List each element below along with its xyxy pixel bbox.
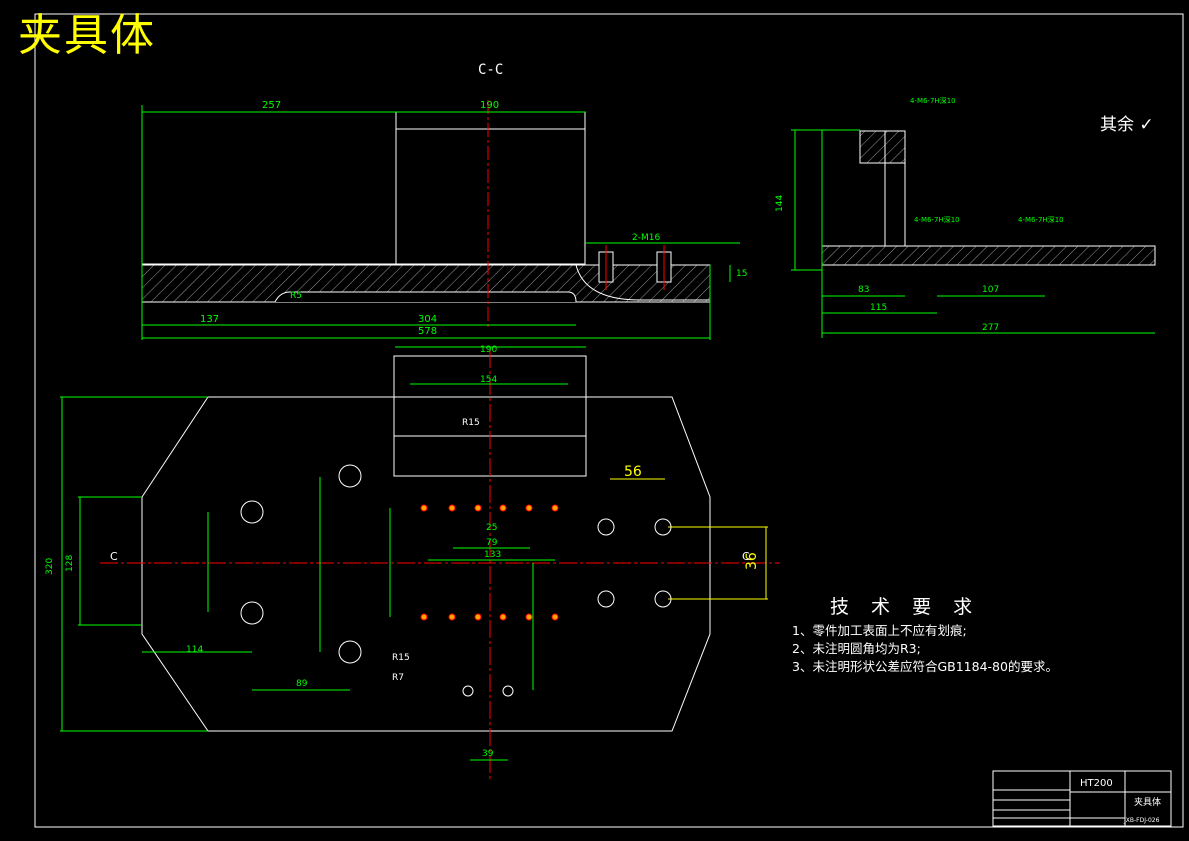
svg-text:36: 36 (744, 552, 760, 570)
svg-text:C: C (110, 550, 118, 563)
svg-text:144: 144 (775, 195, 785, 212)
drawing-title: 夹具体 (18, 10, 156, 61)
svg-text:4-M6-7H深10: 4-M6-7H深10 (1018, 215, 1064, 224)
tech-requirement-2: 2、未注明圆角均为R3; (792, 641, 921, 656)
section-label: C-C (478, 62, 504, 78)
svg-text:R5: R5 (290, 291, 302, 301)
surface-note: 其余 ✓ (1100, 110, 1154, 135)
svg-text:304: 304 (418, 314, 437, 325)
svg-text:190: 190 (480, 100, 499, 111)
svg-text:578: 578 (418, 326, 437, 337)
title-block-drawing-no: JXB-FDJ-026 (1123, 817, 1160, 824)
svg-text:133: 133 (484, 550, 501, 560)
svg-text:C: C (742, 550, 750, 563)
svg-text:79: 79 (486, 538, 498, 548)
svg-text:137: 137 (200, 314, 219, 325)
svg-text:25: 25 (486, 523, 497, 533)
svg-text:4-M6-7H深10: 4-M6-7H深10 (914, 215, 960, 224)
svg-text:190: 190 (480, 345, 497, 355)
tech-requirements-heading: 技 术 要 求 (830, 596, 981, 618)
svg-text:83: 83 (858, 285, 869, 295)
roughness-icon: ✓ (1139, 115, 1154, 135)
svg-text:2-M16: 2-M16 (632, 233, 660, 243)
svg-text:114: 114 (186, 645, 203, 655)
svg-text:154: 154 (480, 375, 497, 385)
svg-text:15: 15 (736, 269, 747, 279)
svg-text:257: 257 (262, 100, 281, 111)
side-view: 144 83 115 107 277 4-M6-7H深10 4-M6-7H深10… (775, 96, 1156, 338)
svg-text:277: 277 (982, 323, 999, 333)
surface-note-text: 其余 (1100, 115, 1134, 135)
svg-text:R7: R7 (392, 673, 404, 683)
plan-view: 320 128 114 89 190 154 25 79 133 39 56 3… (45, 345, 780, 780)
title-block-part-name: 夹具体 (1134, 796, 1161, 808)
title-block (992, 770, 1172, 827)
svg-text:128: 128 (65, 555, 75, 572)
svg-text:39: 39 (482, 749, 494, 759)
tech-requirement-1: 1、零件加工表面上不应有划痕; (792, 623, 967, 638)
title-block-material: HT200 (1080, 778, 1113, 789)
svg-text:56: 56 (624, 464, 642, 480)
svg-text:89: 89 (296, 679, 308, 689)
svg-text:R15: R15 (392, 653, 410, 663)
svg-text:115: 115 (870, 303, 887, 313)
section-view-cc: 257 190 137 304 578 R5 15 2-M16 (141, 100, 747, 340)
tech-requirement-3: 3、未注明形状公差应符合GB1184-80的要求。 (792, 659, 1058, 674)
svg-text:4-M6-7H深10: 4-M6-7H深10 (910, 96, 956, 105)
svg-text:107: 107 (982, 285, 999, 295)
svg-text:R15: R15 (462, 418, 480, 428)
svg-text:320: 320 (45, 558, 55, 575)
drawing-border (34, 13, 1184, 828)
